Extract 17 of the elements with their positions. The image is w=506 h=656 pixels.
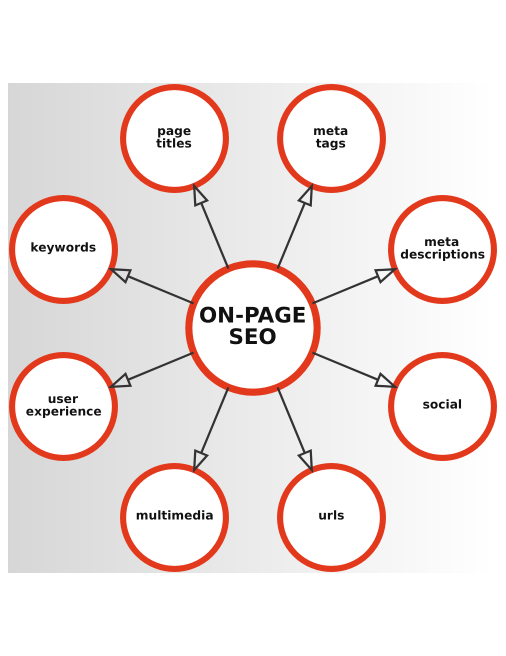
arrow xyxy=(108,268,194,304)
node-circle: keywords xyxy=(9,195,118,304)
arrow xyxy=(192,182,230,269)
node-circle: urls xyxy=(277,463,386,572)
node-circle: meta descriptions xyxy=(388,195,497,304)
node-circle: ON-PAGE SEO xyxy=(185,260,321,396)
node-circle: page titles xyxy=(120,84,229,193)
arrow xyxy=(312,352,398,388)
arrow xyxy=(276,182,314,269)
node-circle: social xyxy=(388,352,497,461)
node-circle: meta tags xyxy=(277,84,386,193)
arrow xyxy=(312,268,398,304)
node-circle: multimedia xyxy=(120,463,229,572)
arrow xyxy=(276,387,314,474)
node-circle: user experience xyxy=(9,352,118,461)
arrow xyxy=(108,352,194,388)
arrow xyxy=(192,387,230,474)
